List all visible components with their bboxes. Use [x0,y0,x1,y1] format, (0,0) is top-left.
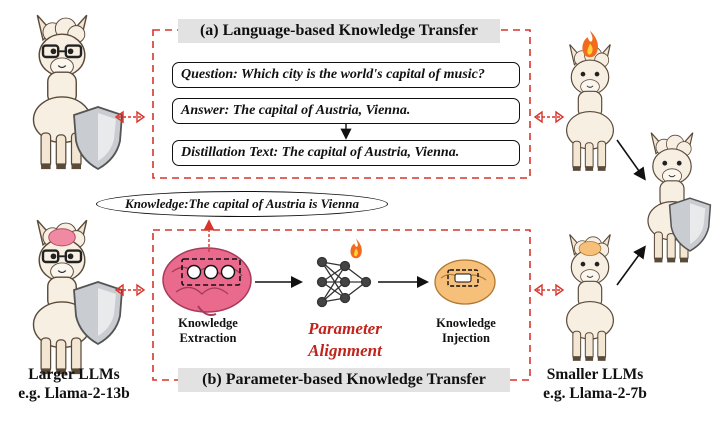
panel-a-border [152,29,531,179]
neural-network-icon [316,256,372,308]
extraction-caption-line2: Extraction [179,331,237,345]
injection-caption: Knowledge Injection [418,316,514,346]
alignment-caption-line2: Alignment [308,341,382,360]
bottom-to-result-arrow [616,245,646,286]
extraction-caption: Knowledge Extraction [160,316,256,346]
knowledge-text: The capital of Austria is Vienna [188,196,359,211]
distillation-bubble: Distillation Text: The capital of Austri… [172,140,520,166]
panel-a-title: (a) Language-based Knowledge Transfer [178,19,500,43]
larger-llm-alpaca-bottom [32,219,92,375]
left-top-double-arrow-icon [115,111,145,123]
smaller-llm-name: Smaller LLMs [546,366,644,383]
larger-llm-caption: Larger LLMs e.g. Llama-2-13b [0,365,148,403]
knowledge-label: Knowledge: [125,196,189,211]
smaller-llm-caption: Smaller LLMs e.g. Llama-2-7b [530,365,660,403]
alignment-caption-line1: Parameter [308,319,382,338]
top-to-result-arrow [616,139,646,181]
smaller-llm-example: e.g. Llama-2-7b [543,385,647,402]
right-bottom-double-arrow-icon [534,284,564,296]
answer-bubble: Answer: The capital of Austria, Vienna. [172,98,520,124]
left-bottom-double-arrow-icon [115,284,145,296]
smaller-llm-alpaca-bottom [566,233,614,362]
brain-injection-icon [434,259,496,305]
panel-b-border [152,229,531,381]
brain-extraction-icon [162,247,252,316]
flame-icon [350,238,362,259]
right-top-double-arrow-icon [534,111,564,123]
panel-b-title: (b) Parameter-based Knowledge Transfer [178,368,510,392]
alignment-caption: Parameter Alignment [290,318,400,362]
question-bubble: Question: Which city is the world's capi… [172,62,520,88]
injection-caption-line2: Injection [442,331,490,345]
extraction-caption-line1: Knowledge [178,316,238,330]
flame-icon [582,30,599,58]
knowledge-bubble: Knowledge:The capital of Austria is Vien… [96,191,388,217]
smaller-llm-alpaca-top [566,43,614,172]
injection-caption-line1: Knowledge [436,316,496,330]
larger-llm-name: Larger LLMs [28,366,120,383]
larger-llm-example: e.g. Llama-2-13b [18,385,130,402]
